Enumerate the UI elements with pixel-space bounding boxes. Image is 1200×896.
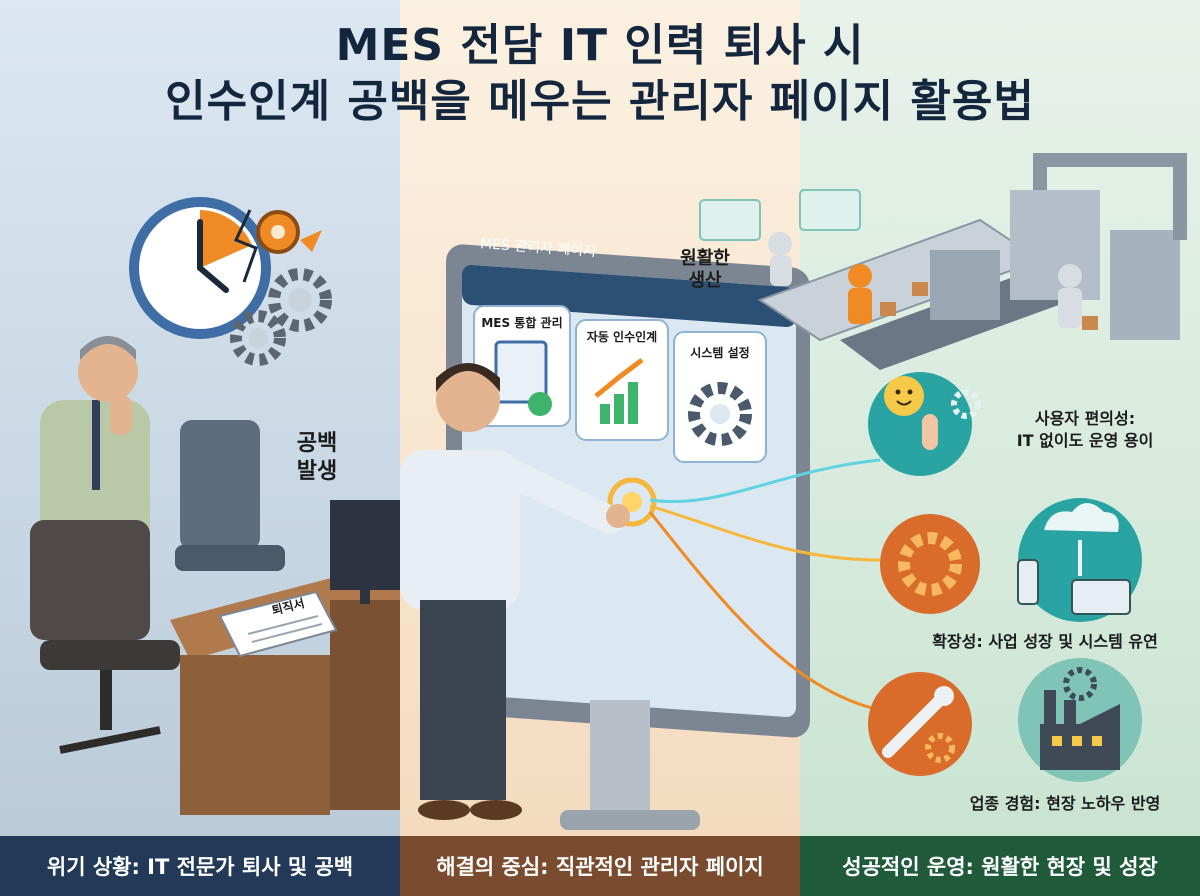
gap-label-line-2: 발생 xyxy=(296,459,338,484)
title-line-1: MES 전담 IT 인력 퇴사 시 xyxy=(335,20,865,71)
caption-success: 성공적인 운영: 원활한 현장 및 성장 xyxy=(800,836,1200,896)
benefit-experience: 업종 경험: 현장 노하우 반영 xyxy=(969,794,1161,813)
broken-clock-icon xyxy=(129,197,322,339)
gear-icon xyxy=(925,733,955,763)
production-label: 원활한 생산 xyxy=(660,248,750,292)
scalability-badge xyxy=(880,498,1142,622)
gear-icon xyxy=(951,389,981,419)
usability-badge xyxy=(868,372,981,476)
monitor-card-2 xyxy=(575,319,669,441)
smiley-icon xyxy=(884,376,924,416)
production-label-line-1: 원활한 xyxy=(680,248,730,269)
gear-icon xyxy=(898,532,962,596)
title-line-2: 인수인계 공백을 메우는 관리자 페이지 활용법 xyxy=(165,76,1035,127)
page-title: MES 전담 IT 인력 퇴사 시 인수인계 공백을 메우는 관리자 페이지 활… xyxy=(0,18,1200,130)
gear-icon xyxy=(230,210,332,366)
gap-label-line-1: 공백 xyxy=(296,431,338,456)
gear-icon xyxy=(1063,667,1097,701)
office-desk xyxy=(170,500,400,815)
wrench-icon xyxy=(882,694,946,758)
caption-solution: 해결의 중심: 직관적인 관리자 페이지 xyxy=(400,836,800,896)
growth-chart-icon xyxy=(594,358,644,424)
cloud-upload-icon xyxy=(1044,503,1119,532)
card-label-3: 시스템 설정 xyxy=(690,346,750,360)
production-label-line-2: 생산 xyxy=(688,270,722,291)
worried-man xyxy=(40,336,150,550)
benefit-usability-line-2: IT 없이도 운영 용이 xyxy=(1016,431,1154,450)
benefit-scalability: 확장성: 사업 성장 및 시스템 유연 xyxy=(932,632,1158,651)
resignation-document xyxy=(218,590,338,658)
benefit-usability-line-1: 사용자 편의성: xyxy=(1034,409,1136,428)
office-chair xyxy=(30,420,285,754)
industry-experience-badge xyxy=(868,658,1142,782)
gear-icon xyxy=(688,382,752,446)
card-label-1: MES 통합 관리 xyxy=(481,316,563,330)
factory-production-line xyxy=(699,153,1187,370)
devices-icon xyxy=(1017,559,1039,605)
card-label-2: 자동 인수인계 xyxy=(586,330,658,344)
presenter-man xyxy=(400,363,630,820)
gap-label: 공백 발생 xyxy=(282,430,352,486)
monitor-card-3 xyxy=(673,331,767,463)
touch-glow xyxy=(607,458,881,712)
checklist-icon xyxy=(494,340,548,404)
caption-crisis: 위기 상황: IT 전문가 퇴사 및 공백 xyxy=(0,836,400,896)
pointing-hand-icon xyxy=(922,414,938,450)
benefit-usability: 사용자 편의성: IT 없이도 운영 용이 xyxy=(980,408,1190,452)
factory-icon xyxy=(1040,690,1120,770)
